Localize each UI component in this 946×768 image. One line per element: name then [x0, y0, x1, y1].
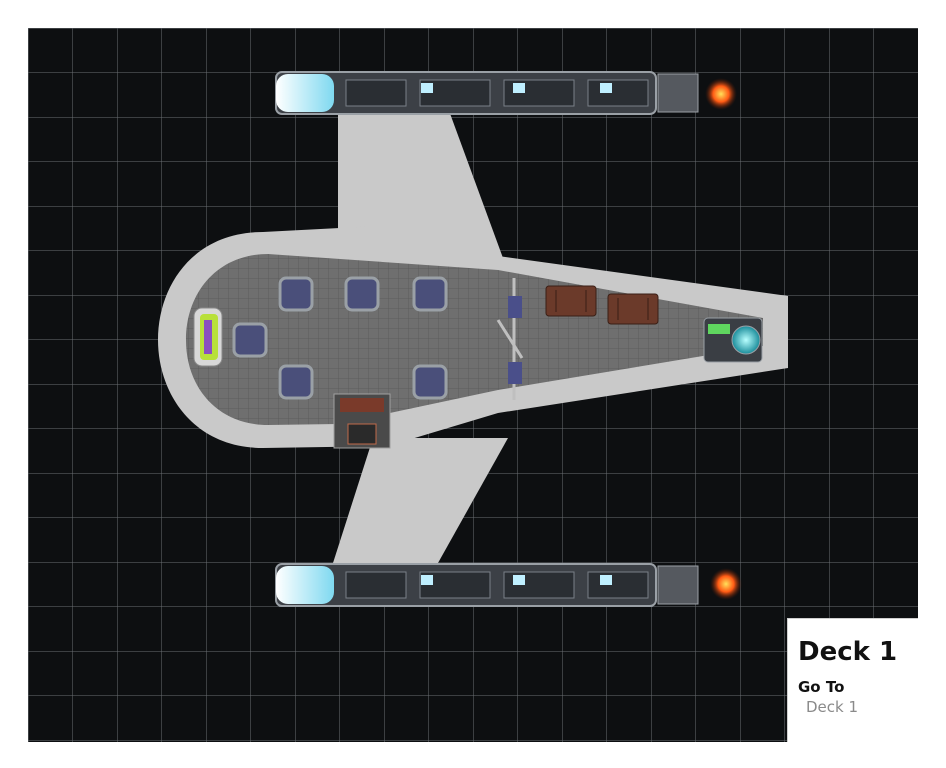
door-icon[interactable] — [496, 296, 524, 384]
seat-icon[interactable] — [278, 276, 314, 312]
lower-engine-nacelle-icon — [275, 563, 742, 607]
battle-map[interactable]: Deck 1 Go To Deck 1 — [28, 28, 918, 742]
deck-title: Deck 1 — [798, 637, 898, 667]
goto-deck-link[interactable]: Deck 1 — [806, 698, 859, 716]
cargo-crate-icon[interactable] — [607, 293, 659, 325]
seat-icon[interactable] — [412, 276, 448, 312]
navigation-console-icon[interactable] — [703, 317, 763, 363]
seat-icon[interactable] — [412, 364, 448, 400]
upper-wing — [338, 108, 503, 258]
lower-thruster-flame-icon — [710, 568, 742, 600]
lower-wing — [333, 438, 508, 563]
sofa-icon[interactable] — [193, 307, 223, 367]
seat-icon[interactable] — [344, 276, 380, 312]
seat-icon[interactable] — [232, 322, 268, 358]
airlock-icon[interactable] — [333, 393, 391, 449]
deck-navigation-panel: Deck 1 Go To Deck 1 — [787, 618, 918, 742]
starship-deck-map[interactable] — [28, 28, 918, 742]
cargo-crate-icon[interactable] — [545, 285, 597, 317]
upper-thruster-flame-icon — [705, 78, 737, 110]
seat-icon[interactable] — [278, 364, 314, 400]
upper-engine-nacelle-icon — [275, 71, 737, 115]
goto-label: Go To — [798, 678, 845, 696]
